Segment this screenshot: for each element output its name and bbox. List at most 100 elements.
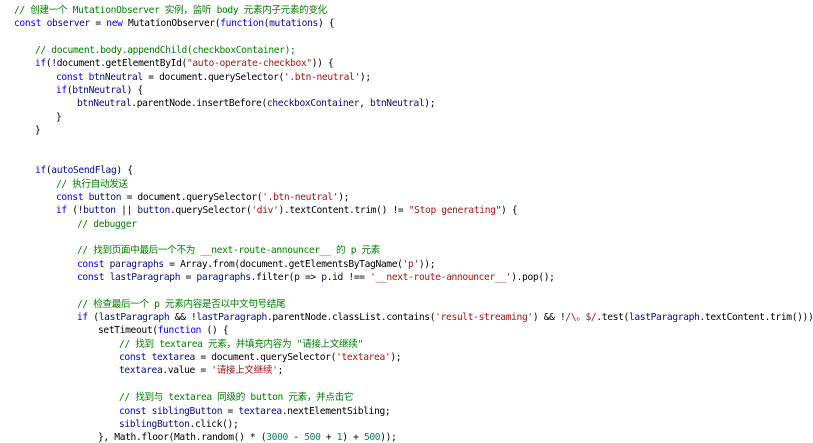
code-token: .textContent.trim())) { <box>699 312 813 324</box>
code-token: const <box>56 191 84 203</box>
code-token: '__next-route-announcer__' <box>370 272 512 283</box>
code-token: .click(); <box>189 418 239 430</box>
code-token: checkboxContainer <box>266 98 360 110</box>
code-token: - <box>287 432 305 443</box>
code-line: // debugger <box>77 218 137 231</box>
code-token: )); <box>418 258 436 270</box>
code-token: () { <box>201 325 229 337</box>
code-token: )); <box>380 432 397 443</box>
code-token: = <box>180 272 197 283</box>
code-token: 500 <box>304 432 321 443</box>
code-token: ).textContent.trim() != <box>278 205 409 217</box>
code-line: } <box>35 124 41 137</box>
code-token: '.btn-neutral' <box>283 71 360 83</box>
code-token: button <box>83 205 116 217</box>
code-token: (! <box>66 205 84 217</box>
code-token: const <box>77 258 105 270</box>
code-token: btnNeutral <box>77 98 132 110</box>
code-token: ( <box>263 18 270 30</box>
code-line: const button = document.querySelector('.… <box>56 191 349 204</box>
code-line: textarea.value = '请接上文继续'; <box>119 364 283 377</box>
code-token: btnNeutral <box>72 85 127 97</box>
code-token: // 创建一个 MutationObserver 实例，监听 body 元素内子… <box>14 5 327 16</box>
code-token: 'p' <box>402 258 420 270</box>
code-token: // document.body.appendChild(checkboxCon… <box>35 45 296 57</box>
code-line: // 检查最后一个 p 元素内容是否以中文句号结尾 <box>77 298 286 311</box>
code-token: 'textarea' <box>336 352 391 364</box>
code-token: "auto-operate-checkbox" <box>186 58 312 70</box>
code-token: = <box>90 18 107 30</box>
code-line: } <box>56 111 62 124</box>
code-token: 3000 <box>266 432 288 443</box>
code-token: if <box>35 58 46 70</box>
code-line: const observer = new MutationObserver(fu… <box>14 17 335 30</box>
code-line: if(!document.getElementById("auto-operat… <box>35 57 334 70</box>
code-token: autoSendFlag <box>51 165 117 177</box>
code-token: '.btn-neutral' <box>262 191 339 203</box>
code-token: // 找到页面中最后一个不为 __next-route-announcer__ … <box>77 245 381 257</box>
code-token: btnNeutral <box>88 71 144 83</box>
code-token: // 找到 textarea 元素，并填充内容为 "请接上文继续" <box>119 338 363 350</box>
code-line: if (lastParagraph && !lastParagraph.pare… <box>77 311 813 324</box>
code-token: = document.querySelector( <box>142 71 284 83</box>
code-token: ( <box>45 165 52 177</box>
code-token: ).pop(); <box>511 272 555 283</box>
code-token: MutationObserver( <box>122 18 221 30</box>
code-token: const <box>14 18 42 30</box>
code-token: paragraphs <box>196 272 251 283</box>
code-token: || <box>115 205 138 217</box>
code-token: = document.querySelector( <box>121 191 263 203</box>
code-token: ); <box>359 71 371 83</box>
code-token: }, Math.floor(Math.random() * ( <box>98 432 267 443</box>
code-token: 500 <box>363 432 381 443</box>
code-token: // debugger <box>77 218 137 230</box>
code-token: mutations <box>269 18 318 30</box>
code-token: + <box>320 432 337 443</box>
code-token: = document.querySelector( <box>195 352 337 364</box>
code-token: textarea <box>119 365 163 377</box>
code-token: textarea <box>151 352 196 364</box>
code-token: .filter( <box>250 272 295 283</box>
code-token: lastParagraph <box>196 312 267 324</box>
code-token: // 检查最后一个 p 元素内容是否以中文句号结尾 <box>77 298 286 310</box>
code-token: .querySelector( <box>169 205 252 217</box>
code-token: ); <box>338 191 350 203</box>
code-token: observer <box>46 18 91 30</box>
code-token: btnNeutral <box>370 98 425 110</box>
code-token: ) + <box>342 432 364 443</box>
code-token: lastParagraph <box>109 272 181 283</box>
code-token: ) { <box>126 85 144 97</box>
code-line: // 创建一个 MutationObserver 实例，监听 body 元素内子… <box>14 4 327 17</box>
code-token: .id !== <box>326 272 371 283</box>
code-token: button <box>137 205 170 217</box>
code-line: if(autoSendFlag) { <box>35 164 133 177</box>
code-token: button <box>88 191 122 203</box>
code-token: lastParagraph <box>628 312 700 324</box>
code-token: '请接上文继续' <box>211 365 278 377</box>
code-token: const <box>56 71 84 83</box>
code-token: if <box>35 165 46 177</box>
code-token: 1 <box>336 432 343 443</box>
code-token: paragraphs <box>109 258 165 270</box>
code-token: } <box>35 125 41 137</box>
code-token: // 找到与 textarea 同级的 button 元素，并点击它 <box>119 392 354 404</box>
code-line: // 找到页面中最后一个不为 __next-route-announcer__ … <box>77 244 380 257</box>
code-token: const <box>119 405 147 417</box>
code-line: // 找到 textarea 元素，并填充内容为 "请接上文继续" <box>119 338 363 351</box>
code-token: = Array.from(document.getElementsByTagNa… <box>163 258 403 270</box>
code-token: && ! <box>169 312 197 324</box>
code-token: setTimeout( <box>98 325 158 337</box>
code-token: // 执行自动发送 <box>56 178 128 190</box>
code-token: if <box>56 85 67 97</box>
code-token: ) { <box>116 165 133 177</box>
code-token: 'div' <box>251 205 279 217</box>
code-token: function <box>157 325 202 337</box>
code-token: ; <box>277 365 284 377</box>
code-token: , <box>359 98 371 110</box>
code-line: setTimeout(function () { <box>98 324 229 337</box>
code-line: if(btnNeutral) { <box>56 84 143 97</box>
code-token: /\。$/ <box>565 312 597 324</box>
code-token: = <box>222 405 239 417</box>
code-token: ) && ! <box>532 312 566 324</box>
